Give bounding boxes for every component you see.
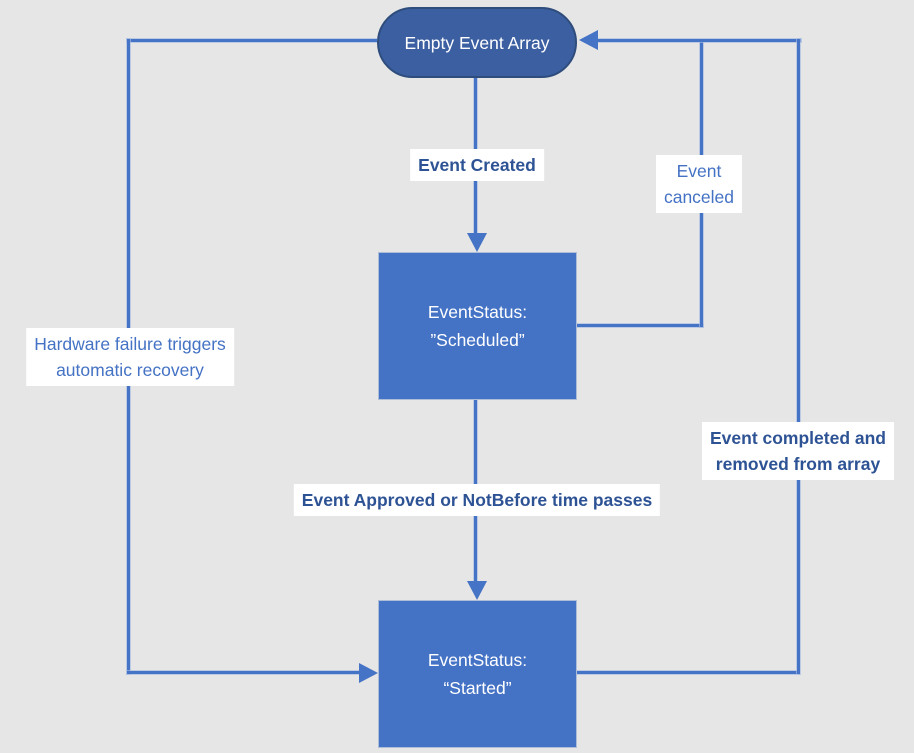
arrowhead-into-started-left — [359, 663, 378, 683]
edge-label-event-canceled-line2: canceled — [663, 187, 735, 207]
node-eventstatus-started-line2: “Started” — [443, 678, 512, 698]
edge-label-event-canceled-line1: Event — [676, 161, 722, 181]
connector-top-horizontal-segment — [596, 39, 801, 42]
node-eventstatus-scheduled: EventStatus: ”Scheduled” — [378, 252, 577, 400]
edge-label-event-canceled: Event canceled — [655, 155, 743, 213]
connector-hardware-failure-bottom-segment — [127, 671, 362, 674]
node-eventstatus-started-line1: EventStatus: — [427, 650, 528, 670]
edge-label-hardware-failure-line1: Hardware failure triggers — [34, 334, 226, 354]
connector-hardware-failure-top-segment — [127, 39, 377, 42]
edge-label-hardware-failure: Hardware failure triggers automatic reco… — [26, 328, 234, 386]
edge-label-event-completed-line1: Event completed and — [709, 428, 887, 448]
edge-label-event-created: Event Created — [410, 149, 544, 181]
edge-label-event-approved: Event Approved or NotBefore time passes — [293, 484, 661, 516]
node-eventstatus-started: EventStatus: “Started” — [378, 600, 577, 748]
edge-label-event-completed: Event completed and removed from array — [701, 422, 895, 480]
node-eventstatus-scheduled-line1: EventStatus: — [427, 302, 528, 322]
arrowhead-into-started-top — [467, 581, 487, 600]
arrowhead-into-scheduled — [467, 233, 487, 252]
node-empty-event-array: Empty Event Array — [377, 7, 577, 78]
arrowhead-into-empty-array — [579, 30, 598, 50]
node-eventstatus-scheduled-line2: ”Scheduled” — [430, 330, 525, 350]
edge-label-hardware-failure-line2: automatic recovery — [56, 360, 204, 380]
connector-event-completed-vertical-segment — [797, 39, 800, 674]
edge-label-event-completed-line2: removed from array — [715, 454, 881, 474]
connector-event-completed-bottom-segment — [577, 671, 799, 674]
connector-event-canceled-horizontal-segment — [577, 324, 703, 327]
